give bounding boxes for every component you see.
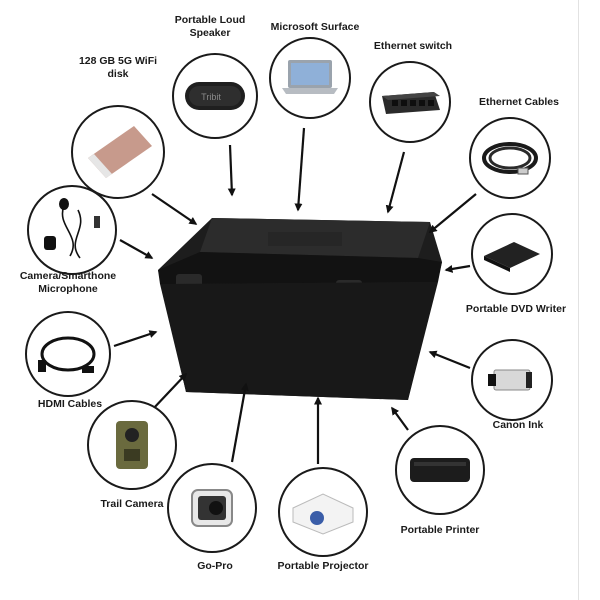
label-line: Microsoft Surface [270,20,360,33]
label-line: 128 GB 5G WiFi [78,55,158,67]
label-line: Camera/Smarthone [19,270,117,282]
label-ethernet: Ethernet Cables [479,96,559,109]
arrow-switch [385,151,406,214]
node-speaker: Tribit [172,53,258,139]
label-projector: Portable Projector [277,560,368,573]
label-line: Portable Projector [277,559,369,572]
node-switch [369,61,451,143]
ink-cartridge-icon [488,369,532,391]
label-line: Trail Camera [100,497,164,510]
arrow-dvd [444,264,471,273]
lavalier-microphone-icon [44,198,100,259]
node-trail [87,400,177,490]
label-printer: Portable Printer [401,524,480,537]
network-switch-icon [382,92,440,114]
label-ink: Canon Ink [493,419,544,432]
label-line: Microphone [38,283,98,295]
label-dvd: Portable DVD Writer [466,303,566,316]
node-surface [269,37,351,119]
arrow-ink [428,350,471,370]
wifi-disk-icon [88,126,152,178]
label-hdmi: HDMI Cables [38,398,102,411]
node-disk [71,105,165,199]
node-hdmi [25,311,111,397]
arrow-gopro [230,382,249,463]
trail-camera-icon [116,421,148,469]
arrow-disk [151,193,198,225]
node-dvd [471,213,553,295]
label-line: Speaker [189,27,231,39]
label-switch: Ethernet switch [374,40,452,53]
page-edge [578,0,579,600]
arrow-ethernet [428,193,477,233]
arrow-surface [294,127,306,212]
label-line: Ethernet switch [373,39,453,52]
label-surface: Microsoft Surface [271,21,360,34]
node-mic [27,185,117,275]
arrow-mic [119,239,154,259]
label-line: Go-Pro [197,559,233,572]
label-trail: Trail Camera [100,498,163,511]
laptop-icon [282,60,338,94]
node-ethernet [469,117,551,199]
action-camera-icon [191,489,233,527]
label-line: Portable Printer [400,523,480,536]
label-gopro: Go-Pro [197,560,233,573]
label-line: disk [107,68,129,80]
arrow-printer [391,406,409,431]
dvd-writer-icon [484,242,540,272]
hdmi-cable-icon [38,336,96,373]
projector-icon [292,493,354,535]
label-line: Portable Loud [174,14,246,26]
arrow-trail [151,372,188,411]
arrow-speaker [227,144,236,197]
arrow-hdmi [113,330,158,348]
label-line: HDMI Cables [37,397,103,410]
node-circle [27,185,117,275]
label-line: Canon Ink [492,418,544,431]
portable-printer-icon [410,458,470,482]
label-line: Portable DVD Writer [465,302,567,315]
label-line: Ethernet Cables [479,95,559,108]
connector-arrows [113,127,477,464]
node-circle [25,311,111,397]
node-circle [469,117,551,199]
node-gopro [167,463,257,553]
bluetooth-speaker-icon: Tribit [185,82,245,110]
node-projector [278,467,368,557]
node-printer [395,425,485,515]
speaker-brand-text: Tribit [201,92,221,102]
hard-case-icon [158,218,442,400]
node-ink [471,339,553,421]
ethernet-cable-icon [482,142,538,175]
